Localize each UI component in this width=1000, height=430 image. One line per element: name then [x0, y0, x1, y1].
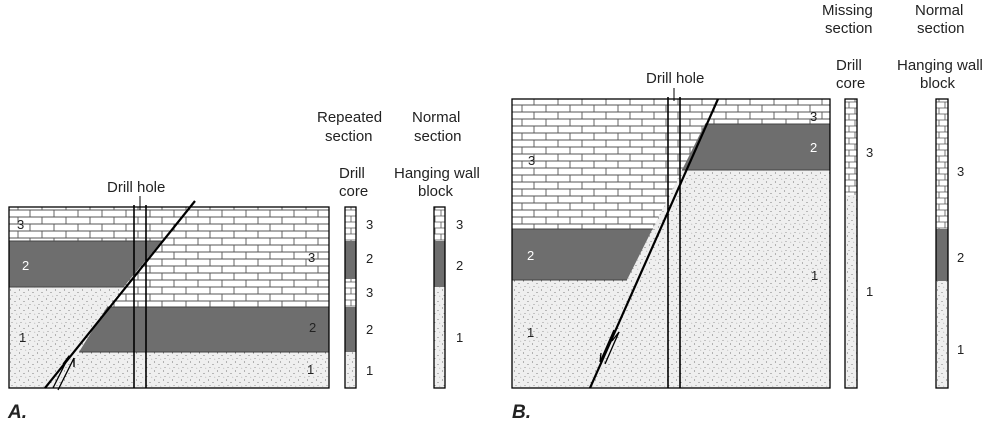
footwall-unit-2-shale — [512, 229, 653, 280]
block-unit-label: 1 — [811, 268, 818, 283]
drill-hole-label: Drill hole — [107, 179, 165, 196]
fault-slip-arrows-icon — [52, 355, 75, 391]
normal-section-header: Normal — [915, 2, 963, 19]
drill-core-header: Drill — [339, 165, 365, 182]
fault-line — [44, 200, 196, 389]
hanging-wall-block-header: Hanging wall — [394, 165, 480, 182]
block-unit-label: 3 — [308, 250, 315, 265]
block-unit-label: 2 — [309, 320, 316, 335]
hangingwall-unit-3-limestone — [705, 99, 830, 124]
core-unit-label: 1 — [366, 363, 373, 378]
hangingwall-unit-1-sandstone — [573, 170, 830, 388]
normal-unit-label: 1 — [957, 342, 964, 357]
fault-line — [588, 98, 720, 389]
hanging-wall-block-header: block — [418, 183, 454, 200]
footwall-unit-3-limestone — [512, 99, 718, 229]
normal-section-header: section — [414, 128, 462, 145]
normal-unit-label: 2 — [456, 258, 463, 273]
normal-unit-label: 1 — [456, 330, 463, 345]
core-unit-label: 3 — [866, 145, 873, 160]
missing-section-header: Missing — [822, 2, 873, 19]
core-unit-label: 3 — [366, 217, 373, 232]
block-unit-label: 3 — [528, 153, 535, 168]
hangingwall-unit-2-shale — [79, 307, 329, 352]
drill-core-header: Drill — [836, 57, 862, 74]
panel-a-drill-core-column: Repeated section Drill core 3 2 3 2 1 — [317, 109, 382, 389]
hanging-wall-block-header: Hanging wall — [897, 57, 983, 74]
panel-b-normal-section-column: Normal section Hanging wall block 3 2 1 — [897, 2, 983, 389]
block-unit-label: 2 — [22, 258, 29, 273]
drill-hole-label: Drill hole — [646, 70, 704, 87]
drill-core-header: core — [836, 75, 865, 92]
hangingwall-unit-1-sandstone — [45, 352, 329, 388]
fault-slip-arrows-icon — [599, 329, 620, 365]
panel-a-letter: A. — [7, 402, 27, 423]
repeated-section-header: section — [325, 128, 373, 145]
normal-unit-label: 2 — [957, 250, 964, 265]
panel-b: Drill hole 3 2 3 2 1 1 Missing section D… — [511, 2, 983, 423]
hangingwall-unit-2-shale — [682, 124, 830, 170]
core-unit-label: 2 — [366, 322, 373, 337]
panel-a: Drill hole 3 2 3 2 1 1 Repeated section … — [7, 109, 480, 423]
normal-section-header: section — [917, 20, 965, 37]
block-unit-label: 1 — [527, 325, 534, 340]
panel-a-cross-section — [9, 207, 329, 388]
normal-unit-label: 3 — [957, 164, 964, 179]
block-unit-label: 1 — [19, 330, 26, 345]
footwall-unit-2-shale — [9, 241, 164, 287]
missing-section-header: section — [825, 20, 873, 37]
block-unit-label: 2 — [810, 140, 817, 155]
panel-b-cross-section — [512, 99, 830, 388]
panel-b-drill-core-column: Missing section Drill core 3 1 — [822, 2, 873, 389]
footwall-unit-3-limestone — [9, 207, 190, 241]
normal-unit-label: 3 — [456, 217, 463, 232]
core-unit-label: 2 — [366, 251, 373, 266]
footwall-unit-1-sandstone — [512, 280, 627, 388]
panel-b-letter: B. — [512, 402, 531, 423]
core-unit-label: 1 — [866, 284, 873, 299]
repeated-section-header: Repeated — [317, 109, 382, 126]
block-unit-label: 2 — [527, 248, 534, 263]
normal-section-header: Normal — [412, 109, 460, 126]
block-unit-label: 1 — [307, 362, 314, 377]
hangingwall-unit-3-limestone — [107, 207, 329, 307]
hanging-wall-block-header: block — [920, 75, 956, 92]
drill-core-header: core — [339, 183, 368, 200]
panel-a-normal-section-column: Normal section Hanging wall block 3 2 1 — [394, 109, 480, 389]
block-unit-label: 3 — [17, 217, 24, 232]
block-unit-label: 3 — [810, 109, 817, 124]
core-unit-label: 3 — [366, 285, 373, 300]
